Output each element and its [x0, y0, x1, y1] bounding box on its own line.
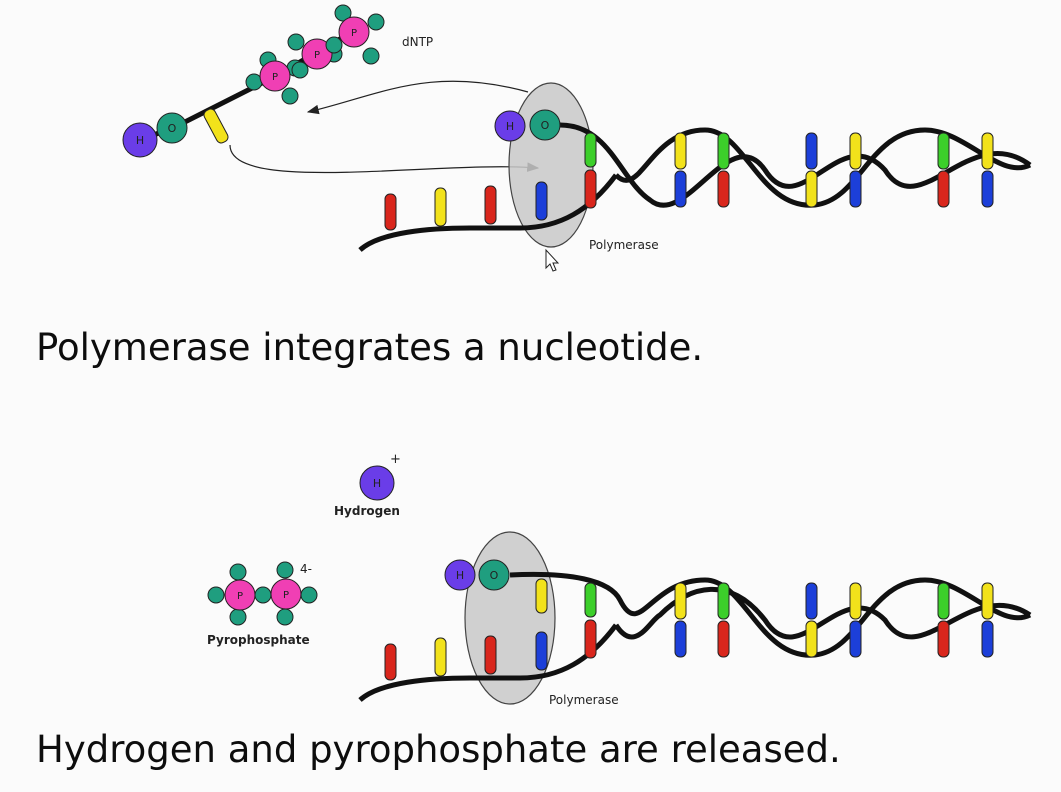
- oxygen-atom: [529, 109, 561, 141]
- hydrogen-label: H: [136, 134, 144, 147]
- dntp-molecule: P P P O H: [122, 4, 385, 158]
- base-blue: [849, 620, 862, 658]
- base-red: [584, 619, 597, 659]
- base-yellow: [805, 170, 818, 208]
- oxygen-label: O: [168, 122, 177, 135]
- base-yellow: [434, 637, 447, 677]
- base-yellow: [849, 132, 862, 170]
- dna-strand-b: [613, 586, 1032, 640]
- base-yellow: [981, 132, 994, 170]
- pyrophosphate-charge: 4-: [300, 562, 312, 576]
- dna-strand-a: [559, 122, 1032, 208]
- base-red: [384, 643, 397, 681]
- base-blue: [981, 620, 994, 658]
- base-red: [717, 170, 730, 208]
- base-green: [937, 582, 950, 620]
- caption-top: Polymerase integrates a nucleotide.: [36, 326, 704, 369]
- base-red: [484, 635, 497, 675]
- phosphorus-label: P: [272, 72, 278, 83]
- hydrogen-atom: [444, 559, 476, 591]
- phosphorus-label: P: [283, 590, 289, 601]
- base-blue: [849, 170, 862, 208]
- hydrogen-atom: [122, 122, 158, 158]
- base-green: [584, 132, 597, 168]
- base-yellow: [805, 620, 818, 658]
- hydrogen-label: H: [456, 569, 464, 582]
- base-red: [384, 193, 397, 231]
- oxygen-atom: [156, 112, 188, 144]
- oxygen-atom: [478, 559, 510, 591]
- base-red: [937, 170, 950, 208]
- arrow-to-dntp: [306, 80, 529, 115]
- base-blue: [805, 582, 818, 620]
- phosphorus-label: P: [237, 591, 243, 602]
- arrow-to-polymerase: [229, 144, 540, 174]
- base-yellow: [674, 582, 687, 620]
- phosphorus-label: P: [314, 50, 320, 61]
- base-yellow: [981, 582, 994, 620]
- phosphorus-label: P: [351, 28, 357, 39]
- hydrogen-charge: +: [390, 452, 401, 467]
- mouse-cursor-icon: [545, 248, 560, 272]
- dna-strand-a: [509, 571, 1032, 658]
- hydrogen-ion: [359, 465, 395, 501]
- bottom-panel: H + Hydrogen P P 4- Pyrophosphate Polyme…: [207, 452, 1032, 707]
- base-blue: [981, 170, 994, 208]
- base-blue: [535, 631, 548, 671]
- base-red: [717, 620, 730, 658]
- hydrogen-atom: [494, 110, 526, 142]
- top-panel: P P P O H dNTP: [122, 4, 1032, 272]
- base-blue: [674, 620, 687, 658]
- base-yellow: [849, 582, 862, 620]
- base-blue: [535, 181, 548, 221]
- pyrophosphate-label: Pyrophosphate: [207, 633, 310, 647]
- oxygen-label: O: [541, 119, 550, 132]
- hydrogen-ion-label: Hydrogen: [334, 504, 400, 518]
- base-green: [584, 582, 597, 618]
- phosphate-group: P: [287, 33, 343, 79]
- base-yellow: [674, 132, 687, 170]
- base-yellow: [535, 578, 548, 614]
- hydrogen-label: H: [506, 120, 514, 133]
- base-yellow: [434, 187, 447, 227]
- base-blue: [674, 170, 687, 208]
- phosphate-group: P: [245, 51, 304, 105]
- polymerase-label: Polymerase: [549, 693, 619, 707]
- base-red: [484, 185, 497, 225]
- dntp-label: dNTP: [402, 35, 433, 49]
- base-green: [717, 582, 730, 620]
- caption-bottom: Hydrogen and pyrophosphate are released.: [36, 728, 841, 771]
- base-red: [937, 620, 950, 658]
- hydrogen-label: H: [373, 477, 381, 490]
- phosphate-group: P: [325, 4, 385, 65]
- base-green: [937, 132, 950, 170]
- base-green: [717, 132, 730, 170]
- oxygen-label: O: [490, 569, 499, 582]
- base-red: [584, 169, 597, 209]
- polymerase-label: Polymerase: [589, 238, 659, 252]
- base-blue: [805, 132, 818, 170]
- pyrophosphate-molecule: P P: [207, 561, 318, 626]
